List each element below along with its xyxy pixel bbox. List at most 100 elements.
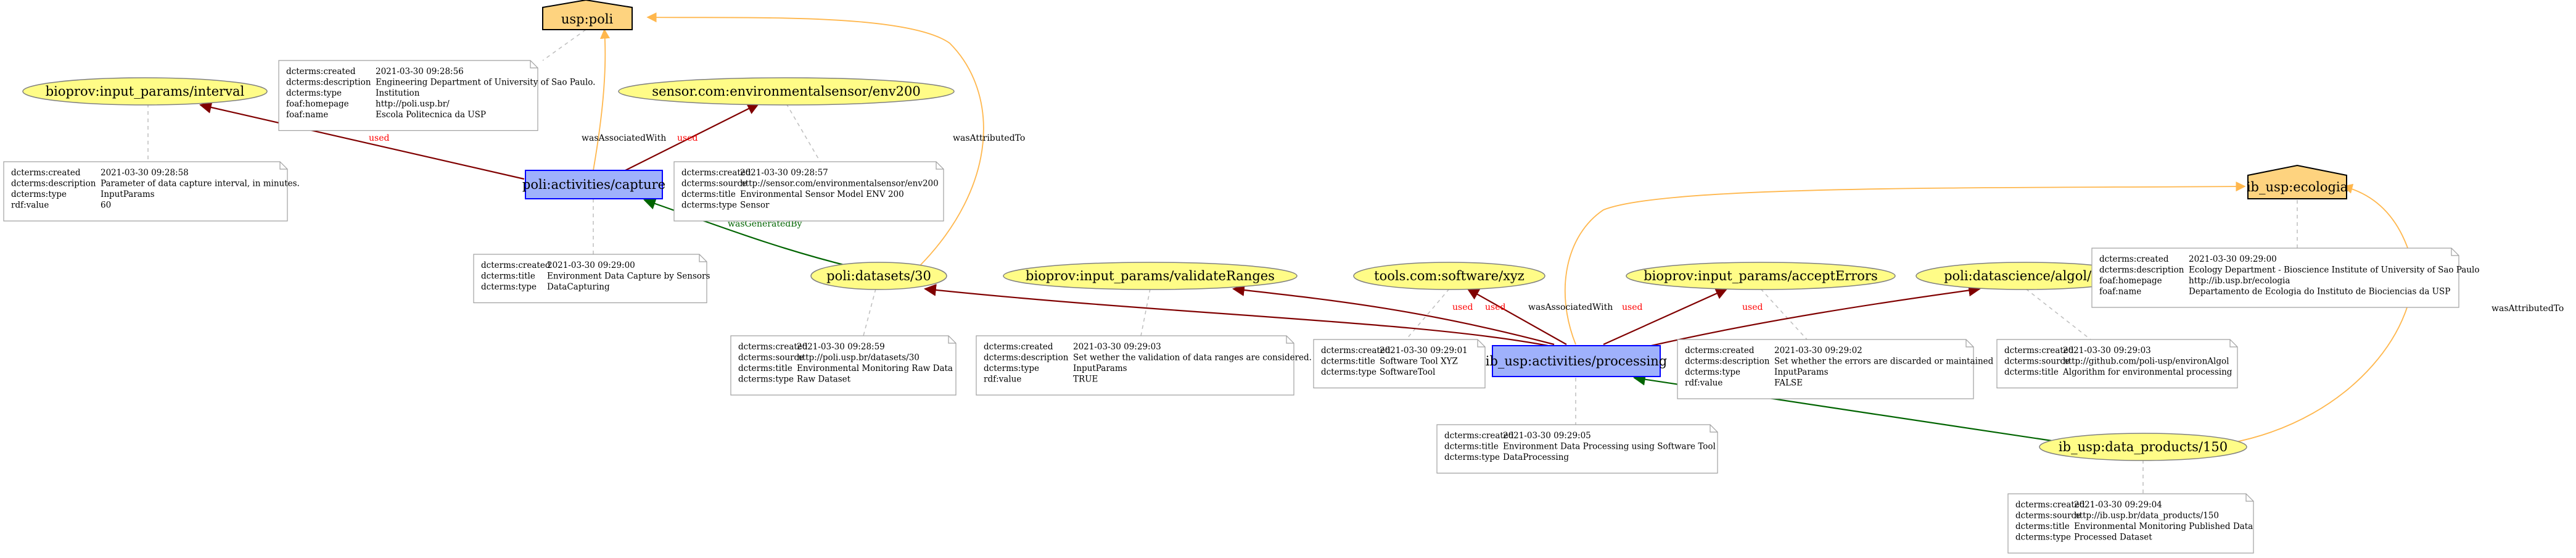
note-shape xyxy=(673,161,944,222)
note-value: Set whether the errors are discarded or … xyxy=(1774,357,1994,367)
activity-processing-label: ib_usp:activities/processing xyxy=(1486,354,1667,369)
note-value: 2021-03-30 09:29:04 xyxy=(2074,500,2162,510)
note-key: foaf:homepage xyxy=(2099,276,2162,286)
note-shape xyxy=(730,335,957,396)
entity-shape xyxy=(22,77,268,106)
connector-datasets30-note xyxy=(863,288,876,336)
note-value: DataProcessing xyxy=(1503,452,1569,462)
note-value: 2021-03-30 09:28:56 xyxy=(376,67,464,77)
entity-node[interactable]: tools.com:software/xyz xyxy=(1353,262,1545,290)
note-key: dcterms:type xyxy=(481,282,537,292)
annotation-notes: dcterms:created 2021-03-30 09:28:56 dcterm… xyxy=(3,60,2479,554)
agent-node[interactable]: ib_usp:ecologia xyxy=(2247,164,2348,199)
note-value: 2021-03-30 09:29:03 xyxy=(1073,342,1161,352)
label-generated-capture: wasGeneratedBy xyxy=(728,219,802,229)
note-shape xyxy=(1436,424,1718,474)
label-attributed-ecologia: wasAttributedTo xyxy=(2492,304,2564,314)
note-key: foaf:homepage xyxy=(286,99,349,109)
note-key: dcterms:type xyxy=(1685,367,1740,377)
connector-poli-note xyxy=(542,29,586,61)
activity-capture-label: poli:activities/capture xyxy=(522,177,665,192)
note-value: 2021-03-30 09:29:00 xyxy=(2189,254,2277,264)
note-value: Environment Data Capture by Sensors xyxy=(547,272,710,281)
note-value: http://poli.usp.br/datasets/30 xyxy=(797,353,920,363)
edge-processing-associated-ecologia xyxy=(1564,181,2246,345)
note-key: rdf:value xyxy=(11,201,49,210)
note-key: dcterms:type xyxy=(681,201,737,210)
entity-node[interactable]: ib_usp:data_products/150 xyxy=(2039,433,2247,461)
edge-capture-associated-poli xyxy=(593,28,611,171)
note-value: TRUE xyxy=(1073,375,1098,385)
note-value: Environmental Monitoring Raw Data xyxy=(797,364,953,373)
note-key: dcterms:type xyxy=(11,189,67,199)
agent-usp-poli-label: usp:poli xyxy=(561,12,614,27)
note-key: dcterms:source xyxy=(2015,511,2081,521)
note-value: 2021-03-30 09:29:02 xyxy=(1774,346,1862,356)
note-key: dcterms:source xyxy=(738,353,804,363)
note-value: Sensor xyxy=(740,201,770,210)
note-key: dcterms:title xyxy=(1444,442,1499,452)
edge-processing-used-datasets30 xyxy=(924,284,1549,347)
note-value: 2021-03-30 09:28:57 xyxy=(740,168,828,178)
note-key: dcterms:title xyxy=(738,364,792,373)
note-key: foaf:name xyxy=(2099,287,2141,297)
label-attributed-poli: wasAttributedTo xyxy=(953,133,1025,143)
note-value: Raw Dataset xyxy=(797,375,851,385)
entity-shape xyxy=(810,262,947,290)
edge-processing-used-algol xyxy=(1640,284,1981,349)
agent-ecologia-label: ib_usp:ecologia xyxy=(2247,180,2348,194)
note-key: dcterms:created xyxy=(681,168,751,178)
note-value: http://poli.usp.br/ xyxy=(376,99,450,109)
activity-node[interactable]: ib_usp:activities/processing xyxy=(1486,345,1667,377)
edge-processing-used-validate xyxy=(1232,284,1555,346)
entity-node[interactable]: bioprov:input_params/validateRanges xyxy=(1003,262,1298,290)
entity-validate-label: bioprov:input_params/validateRanges xyxy=(1026,269,1275,283)
agent-shape xyxy=(2247,164,2347,199)
note-key: dcterms:created xyxy=(2015,500,2085,510)
connector-validate-note xyxy=(1140,288,1151,336)
entity-node[interactable]: bioprov:input_params/interval xyxy=(22,77,268,106)
note-value: 2021-03-30 09:29:01 xyxy=(1380,346,1468,356)
entity-node[interactable]: poli:datasets/30 xyxy=(810,262,947,290)
note-value: Engineering Department of University of … xyxy=(376,78,595,88)
note-value: 2021-03-30 09:29:05 xyxy=(1503,431,1591,441)
note-shape xyxy=(1313,339,1486,389)
activity-node[interactable]: poli:activities/capture xyxy=(522,170,665,199)
note-key: dcterms:type xyxy=(1444,452,1500,462)
note-value: Set wether the validation of data ranges… xyxy=(1073,353,1312,363)
note-key: dcterms:description xyxy=(984,353,1069,363)
note-value: Software Tool XYZ xyxy=(1380,357,1458,367)
note-key: dcterms:source xyxy=(681,179,747,189)
note-key: dcterms:created xyxy=(984,342,1053,352)
entity-env200-label: sensor.com:environmentalsensor/env200 xyxy=(652,84,920,99)
entity-xyz-label: tools.com:software/xyz xyxy=(1374,269,1525,283)
edge-datasets30-generated-capture xyxy=(643,198,852,268)
edge-products-attributed-ecologia xyxy=(2229,183,2414,444)
note-key: dcterms:created xyxy=(2099,254,2169,264)
note-key: dcterms:title xyxy=(2015,522,2070,531)
label-used-validate: used xyxy=(1485,302,1505,312)
edge-processing-used-xyz xyxy=(1467,288,1567,345)
label-used-env200: used xyxy=(677,133,697,143)
entity-shape xyxy=(2039,433,2247,461)
entity-algol-label: poli:datascience/algol/10 xyxy=(1944,269,2108,283)
agent-node[interactable]: usp:poli xyxy=(542,0,633,30)
entity-node[interactable]: sensor.com:environmentalsensor/env200 xyxy=(618,77,955,106)
edge-datasets30-attributed-poli xyxy=(646,12,984,267)
entity-products-label: ib_usp:data_products/150 xyxy=(2059,439,2228,454)
entity-node[interactable]: poli:datascience/algol/10 xyxy=(1916,262,2136,290)
note-value: DataCapturing xyxy=(547,282,610,292)
entity-shape xyxy=(1626,262,1896,290)
note-key: dcterms:created xyxy=(2004,346,2074,356)
entity-accept-label: bioprov:input_params/acceptErrors xyxy=(1644,269,1878,283)
note-key: dcterms:created xyxy=(1444,431,1514,441)
entity-node[interactable]: bioprov:input_params/acceptErrors xyxy=(1626,262,1896,290)
note-value: 2021-03-30 09:29:00 xyxy=(547,260,635,270)
note-shape xyxy=(1677,339,1974,399)
note-key: dcterms:description xyxy=(286,78,371,88)
